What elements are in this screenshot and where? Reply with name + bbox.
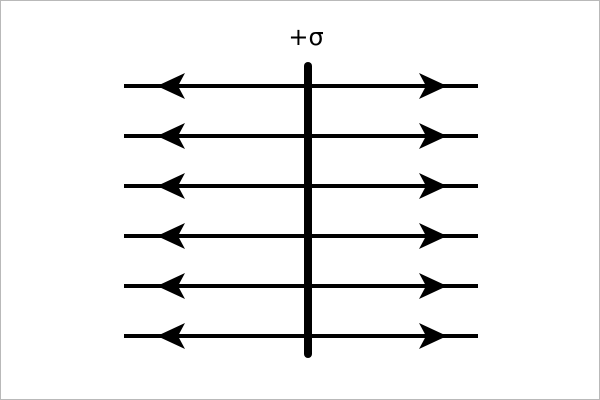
arrowhead-right-icon: [419, 123, 447, 149]
arrowhead-left-icon: [157, 323, 185, 349]
arrowhead-left-icon: [157, 73, 185, 99]
arrowhead-right-icon: [419, 173, 447, 199]
arrowhead-right-icon: [419, 73, 447, 99]
arrowhead-left-icon: [157, 173, 185, 199]
charge-density-label: +σ: [288, 23, 324, 51]
arrowhead-right-icon: [419, 273, 447, 299]
arrowhead-left-icon: [157, 123, 185, 149]
arrowhead-right-icon: [419, 323, 447, 349]
arrowhead-left-icon: [157, 223, 185, 249]
arrowhead-right-icon: [419, 223, 447, 249]
field-lines-group: [124, 73, 478, 349]
arrowhead-left-icon: [157, 273, 185, 299]
charged-sheet: [304, 62, 312, 358]
